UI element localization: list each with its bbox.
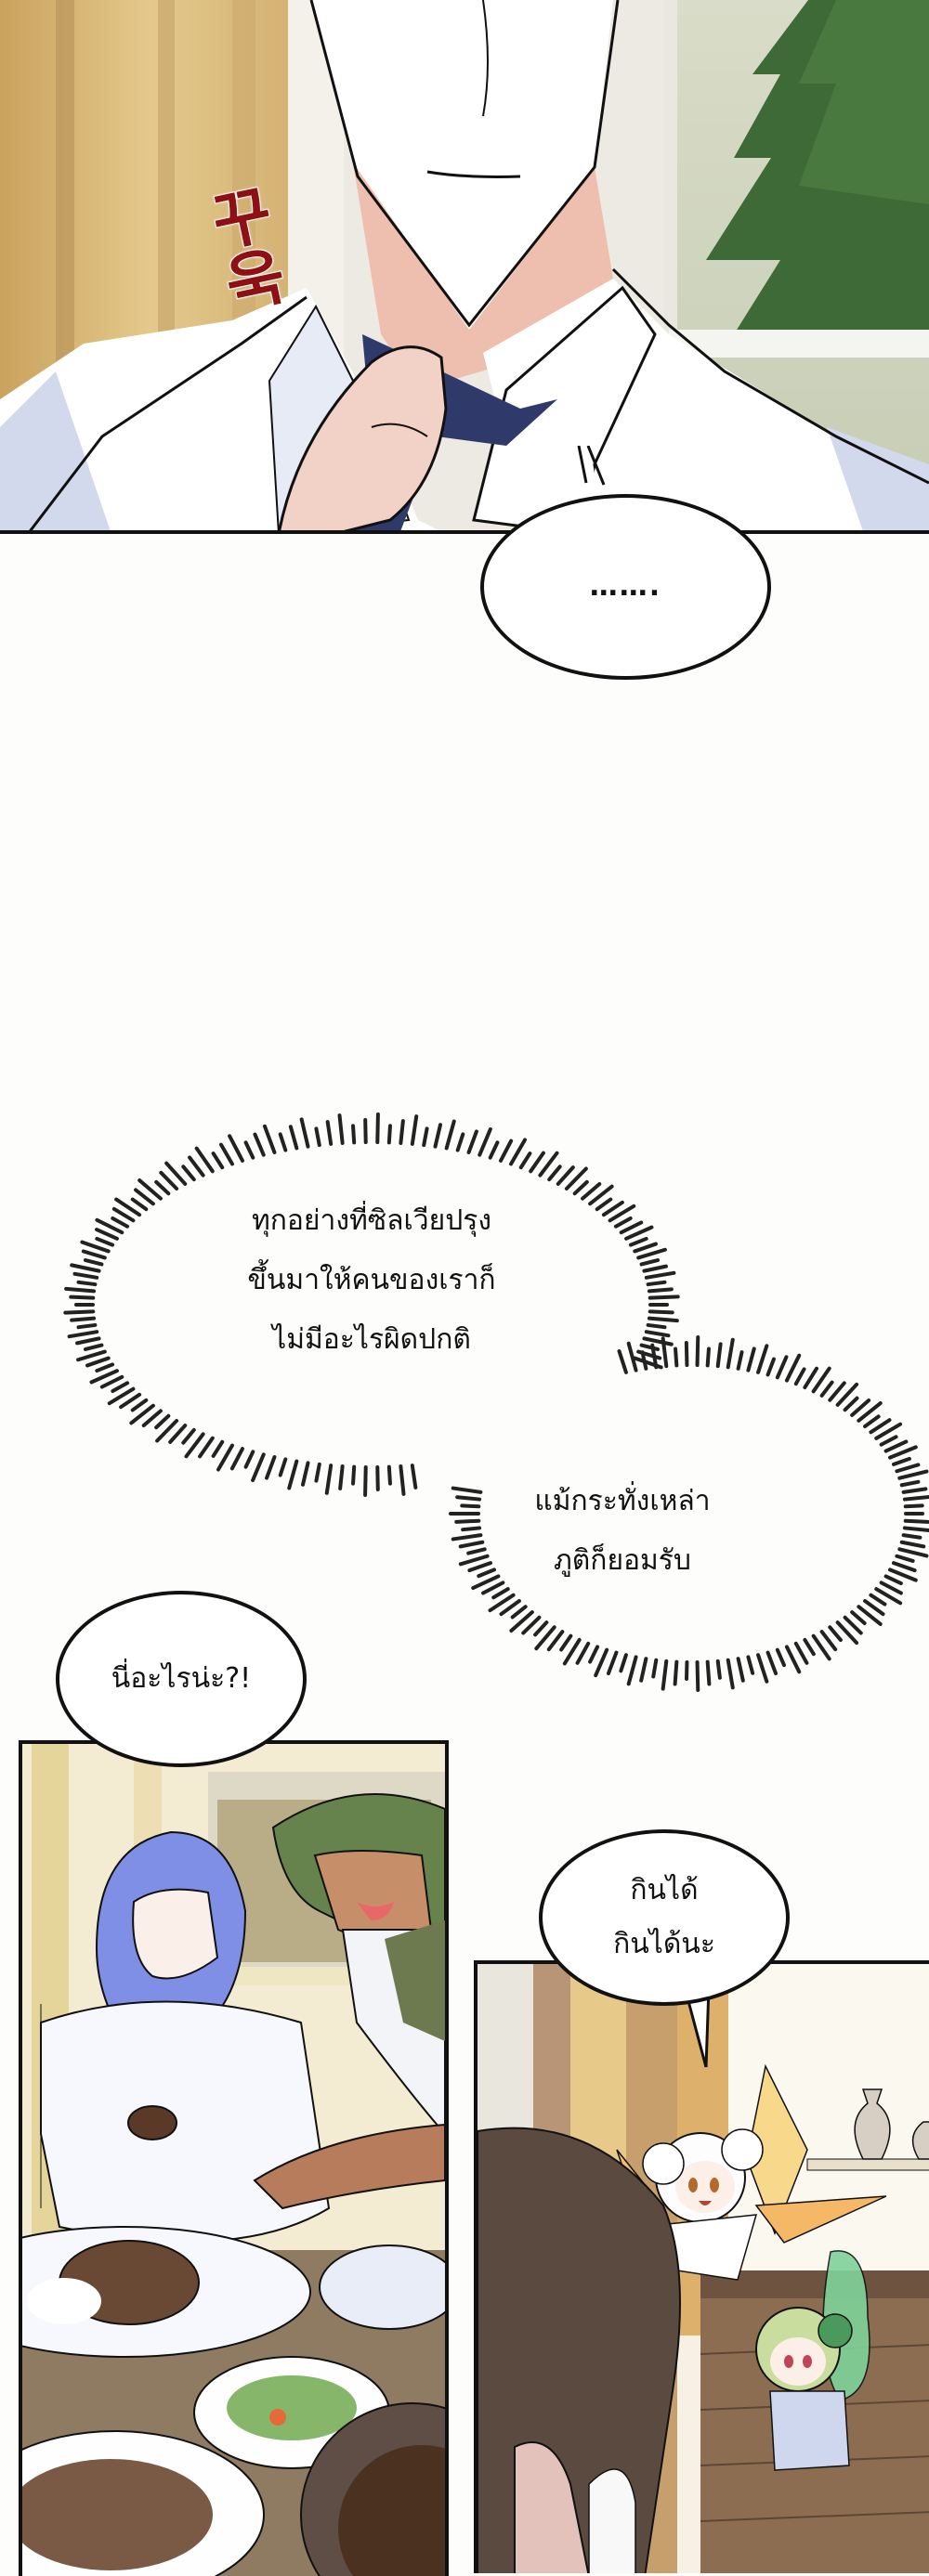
panel-2 [19, 1740, 449, 2576]
panel-1: 꾸욱 [0, 0, 929, 534]
what-is-this-text: นี่อะไรน่ะ?! [111, 1650, 251, 1708]
thought-bubble-1-text: ทุกอย่างที่ซิลเวียปรุง ขึ้นมาให้คนของเรา… [186, 1191, 557, 1370]
sfx-text: 꾸욱 [192, 179, 292, 319]
panel-1-illustration [0, 0, 929, 534]
can-eat-text: กินได้ กินได้นะ [613, 1864, 715, 1971]
what-is-this-speech-bubble: นี่อะไรน่ะ?! [56, 1591, 307, 1767]
panel-2-illustration [22, 1744, 445, 2576]
can-eat-speech-bubble: กินได้ กินได้นะ [539, 1829, 790, 2006]
ellipsis-text: ……. [590, 558, 661, 616]
thought-bubble-2-text: แม้กระทั่งเหล่า ภูติก็ยอมรับ [483, 1472, 762, 1591]
ellipsis-speech-bubble: ……. [480, 494, 771, 680]
ellipsis-bubble-tail [562, 446, 618, 501]
